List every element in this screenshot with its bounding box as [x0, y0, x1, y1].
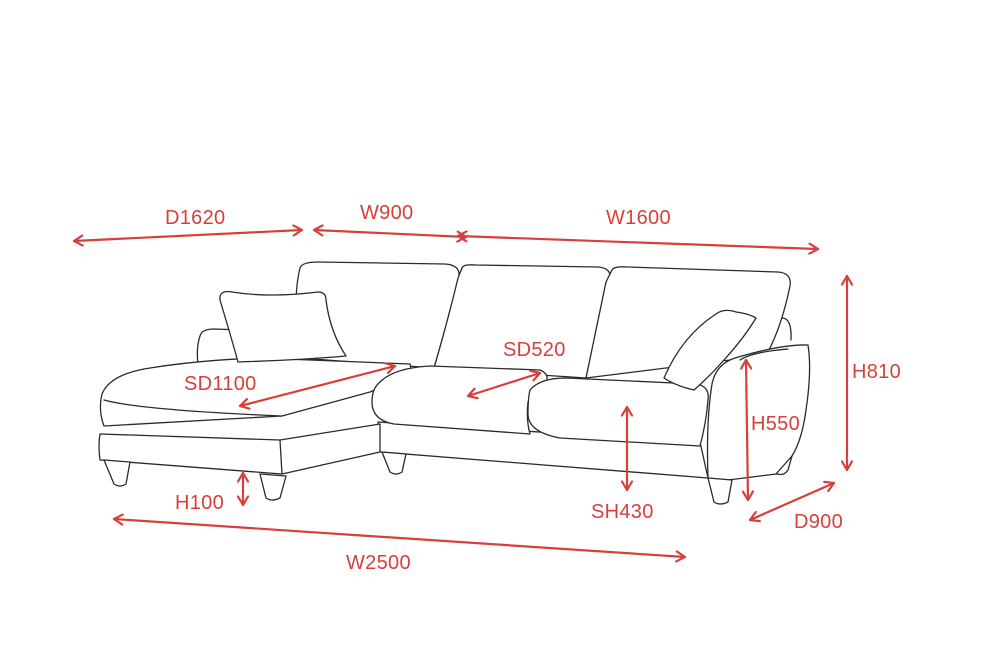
arm-back-line — [781, 317, 792, 341]
arrow-chaise-depth — [72, 230, 304, 241]
leg-front-left — [103, 459, 131, 487]
dimension-labels: D1620 W900 W1600 SD1100 SD520 H810 H550 … — [165, 202, 901, 574]
label-chaise-seat-depth: SD1100 — [184, 373, 257, 395]
chaise-base — [98, 423, 381, 475]
label-sofa-section-width: W1600 — [606, 207, 671, 229]
label-seat-depth: SD520 — [503, 339, 566, 361]
throw-pillow-left — [219, 290, 347, 363]
arrow-overall-width — [112, 519, 687, 557]
arrow-seat-depth — [466, 373, 542, 396]
arrow-arm-height — [746, 358, 748, 502]
arrow-sofa-section-width — [456, 236, 820, 249]
throw-pillow-right — [663, 309, 757, 391]
chaise-cushion-edge — [103, 399, 283, 417]
seat-cushion-right — [527, 377, 709, 447]
leg-back-right — [775, 455, 793, 476]
back-cushion-middle — [433, 264, 611, 379]
label-seat-height: SH430 — [591, 501, 654, 523]
label-overall-height: H810 — [852, 361, 901, 383]
dimension-arrows — [72, 230, 847, 557]
label-arm-height: H550 — [751, 413, 800, 435]
label-chaise-section-width: W900 — [360, 202, 413, 224]
right-arm-seam — [739, 348, 789, 361]
label-chaise-depth: D1620 — [165, 207, 225, 229]
label-sofa-depth: D900 — [794, 511, 843, 533]
seat-cushion-middle — [371, 365, 548, 435]
label-overall-width: W2500 — [346, 552, 411, 574]
leg-front-chaise — [259, 473, 287, 501]
label-leg-height: H100 — [175, 492, 224, 514]
arrow-chaise-section-width — [312, 230, 468, 237]
leg-center — [381, 451, 407, 475]
chaise-base-corner — [279, 439, 283, 475]
arrow-chaise-seat-depth — [238, 366, 397, 406]
back-cushion-right — [585, 266, 791, 379]
leg-front-right — [707, 477, 733, 505]
arrow-sofa-depth — [748, 483, 836, 520]
